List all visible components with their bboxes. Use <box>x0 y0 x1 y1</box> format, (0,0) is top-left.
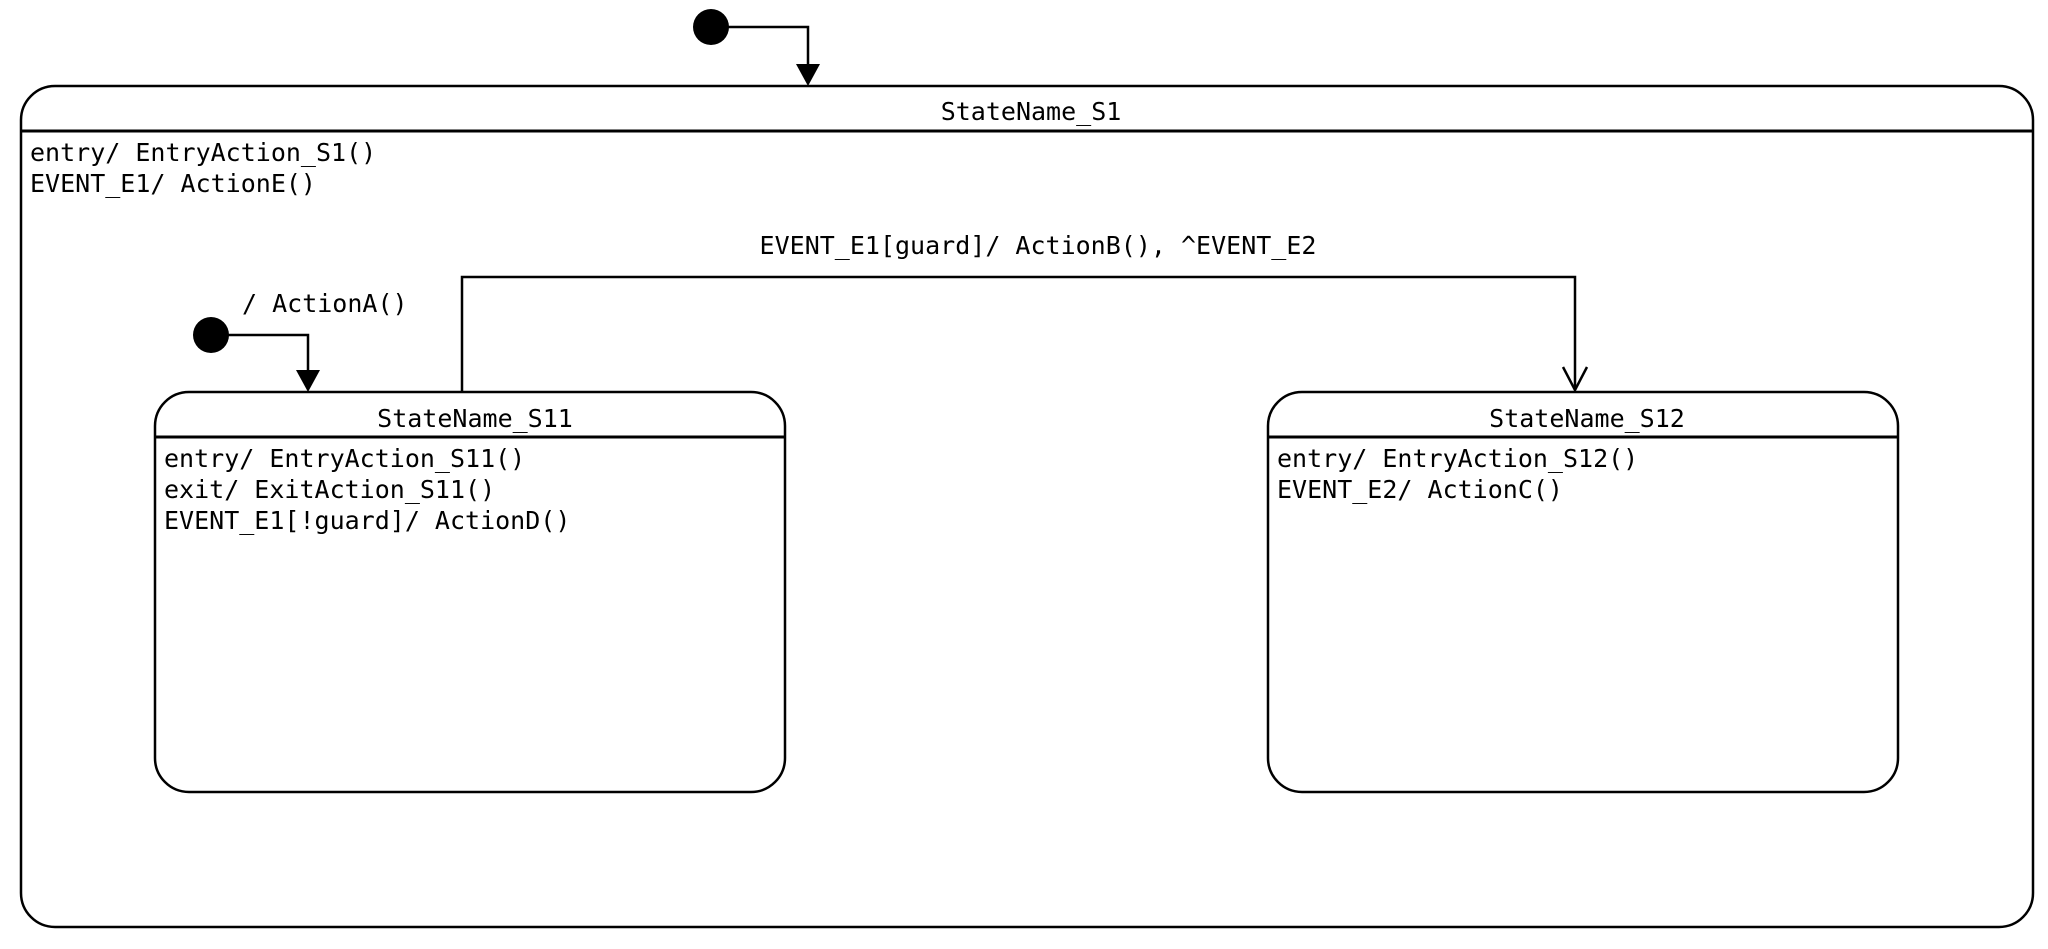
inner-initial-arrowhead <box>296 370 320 392</box>
state-s12-internal-transition: EVENT_E2/ ActionC() <box>1277 475 1563 504</box>
state-s11-frame <box>153 390 787 794</box>
transition-s11-to-s12 <box>460 275 1577 392</box>
state-s11-entry-activity: entry/ EntryAction_S11() <box>164 444 525 473</box>
inner-initial-transition <box>211 333 310 376</box>
state-s1-entry-activity: entry/ EntryAction_S1() <box>30 138 376 167</box>
state-s11-name: StateName_S11 <box>377 404 573 433</box>
inner-initial-transition-label: / ActionA() <box>242 289 408 318</box>
transition-s11-to-s12-arrowhead <box>1561 366 1589 393</box>
transition-s11-to-s12-label: EVENT_E1[guard]/ ActionB(), ^EVENT_E2 <box>760 231 1317 260</box>
state-s12-name: StateName_S12 <box>1489 404 1685 433</box>
state-s12-frame <box>1266 390 1900 794</box>
state-s11: StateName_S11 entry/ EntryAction_S11() e… <box>153 390 787 794</box>
state-s12: StateName_S12 entry/ EntryAction_S12() E… <box>1266 390 1900 794</box>
outer-initial-arrowhead <box>796 64 820 86</box>
state-s12-entry-activity: entry/ EntryAction_S12() <box>1277 444 1638 473</box>
state-s1-name: StateName_S1 <box>941 97 1122 126</box>
state-s1-internal-transition: EVENT_E1/ ActionE() <box>30 169 316 198</box>
state-s11-exit-activity: exit/ ExitAction_S11() <box>164 475 495 504</box>
state-s11-internal-transition: EVENT_E1[!guard]/ ActionD() <box>164 506 570 535</box>
outer-initial-transition <box>711 25 810 70</box>
